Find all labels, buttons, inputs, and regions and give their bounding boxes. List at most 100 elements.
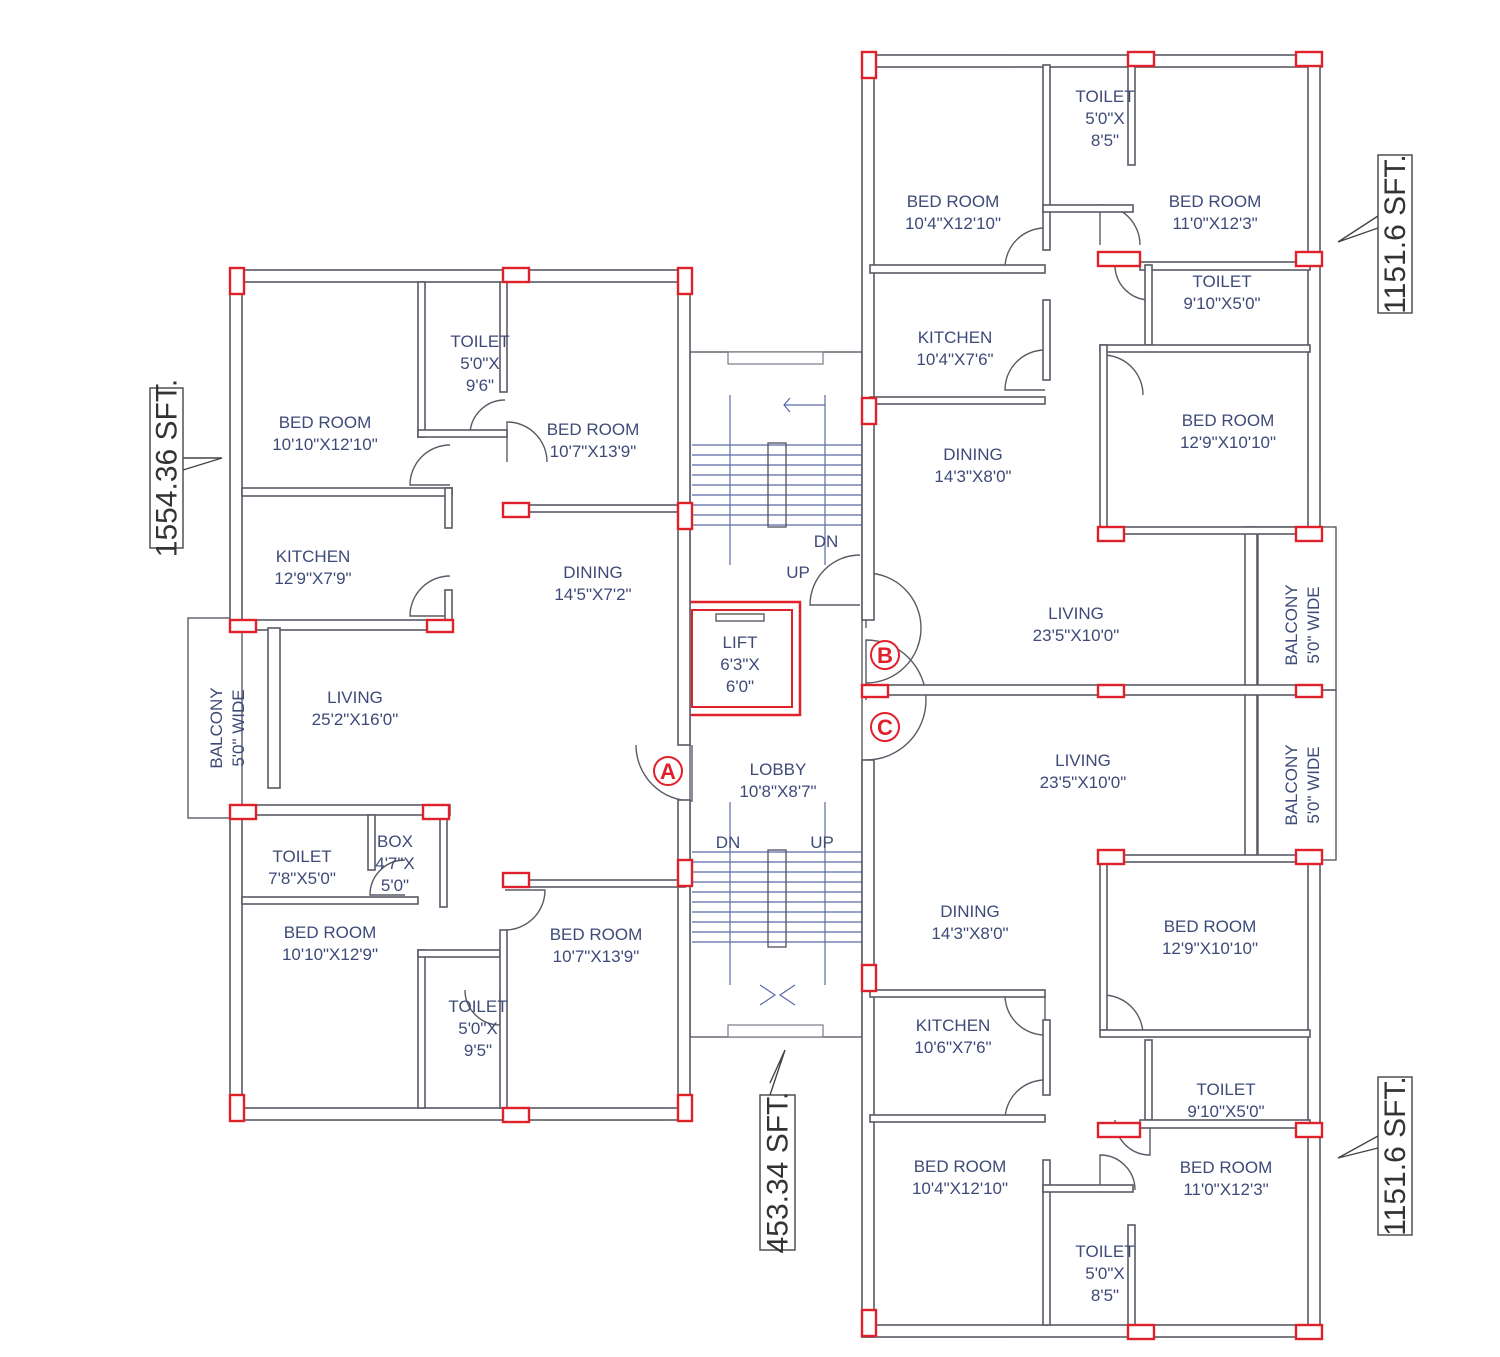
door-swing [409, 444, 451, 486]
wall [367, 814, 376, 871]
area-tag-box [1377, 1076, 1413, 1236]
balcony-outline [187, 617, 243, 819]
wall [417, 949, 426, 1109]
stair-direction-label: UP [810, 833, 834, 852]
wall [229, 1107, 691, 1121]
room-name: BED ROOM [907, 192, 1000, 211]
flat-marker-circle [653, 756, 683, 786]
wall [1127, 1224, 1136, 1326]
wall [1144, 1039, 1153, 1121]
room-dimension: 25'2"X16'0" [312, 710, 399, 729]
area-tag-box [759, 1094, 796, 1251]
area-tag-label: 453.34 SFT. [762, 1092, 795, 1254]
wall [504, 504, 686, 513]
wall [1099, 854, 1108, 1031]
column [1126, 1323, 1156, 1341]
room-dimension: 8'5" [1091, 1286, 1119, 1305]
wall [1042, 1184, 1134, 1193]
room-dimension: 5'0" [381, 876, 409, 895]
room-name: BED ROOM [1169, 192, 1262, 211]
room-dimension: 5'0" WIDE [1304, 586, 1323, 663]
wall [1139, 1119, 1311, 1129]
area-tag-pointer [182, 457, 223, 471]
wall [861, 759, 875, 1338]
column [228, 1093, 246, 1123]
room-dimension: 5'0"X [460, 354, 500, 373]
column [1294, 1121, 1324, 1139]
room-dimension: 6'0" [726, 677, 754, 696]
room-name: TOILET [450, 332, 509, 351]
room-name: BED ROOM [279, 413, 372, 432]
wall [869, 1114, 1046, 1123]
column [860, 50, 878, 80]
wall [1042, 204, 1134, 213]
wall [1099, 344, 1108, 531]
room-dimension: 10'4"X12'10" [905, 214, 1001, 233]
room-dimension: 12'9"X10'10" [1162, 939, 1258, 958]
room-labels: BED ROOM10'10"X12'10"TOILET5'0"X9'6"BED … [149, 87, 1413, 1305]
room-dimension: 11'0"X12'3" [1183, 1180, 1268, 1199]
room-name: BED ROOM [284, 923, 377, 942]
area-tag-label: 1151.6 SFT. [1379, 154, 1412, 314]
room-label: BOX 4'7"X 5'0" [375, 832, 415, 895]
column [860, 683, 890, 699]
column [1294, 50, 1324, 68]
room-name: TOILET [272, 847, 331, 866]
room-name: DINING [943, 445, 1003, 464]
room-name: TOILET [448, 997, 507, 1016]
column [1294, 250, 1324, 268]
wall [504, 879, 686, 888]
room-dimension: 5'0"X [1085, 1264, 1125, 1283]
stair-direction-label: DN [814, 532, 839, 551]
column [1294, 683, 1324, 699]
room-dimension: 14'3"X8'0" [934, 467, 1011, 486]
room-name: BALCONY [207, 687, 226, 768]
area-tag-box [149, 387, 184, 549]
room-dimension: 10'10"X12'9" [282, 945, 378, 964]
door-swing [369, 859, 406, 896]
wall [1042, 1019, 1051, 1096]
flat-marker-b: B [877, 643, 893, 668]
room-dimension: 10'8"X8'7" [739, 782, 816, 801]
wall [229, 269, 691, 283]
room-name: TOILET [1196, 1080, 1255, 1099]
wall [417, 429, 508, 438]
column [676, 1093, 694, 1123]
column [860, 396, 878, 426]
window [727, 351, 824, 365]
area-tag-pointer [769, 1049, 786, 1096]
room-name: KITCHEN [916, 1016, 991, 1035]
arrow-icon [783, 397, 825, 413]
area-tag-pointer [1337, 1135, 1379, 1159]
door-swing [504, 889, 546, 931]
room-name: LIVING [1055, 751, 1111, 770]
room-name: KITCHEN [276, 547, 351, 566]
door-swing [1004, 994, 1046, 1036]
wall [677, 799, 691, 1121]
wall [869, 684, 1321, 696]
stair-handrail [767, 442, 787, 528]
column [1096, 250, 1142, 268]
flat-marker-circle [870, 640, 900, 670]
room-dimension: 4'7"X [375, 854, 415, 873]
room-name: BOX [377, 832, 413, 851]
column [228, 618, 258, 634]
column [501, 266, 531, 284]
door-swing [1004, 1079, 1046, 1121]
column [860, 1308, 878, 1338]
wall [1042, 64, 1051, 251]
wall [1139, 261, 1311, 271]
room-name: TOILET [1075, 87, 1134, 106]
wall [1099, 526, 1311, 535]
